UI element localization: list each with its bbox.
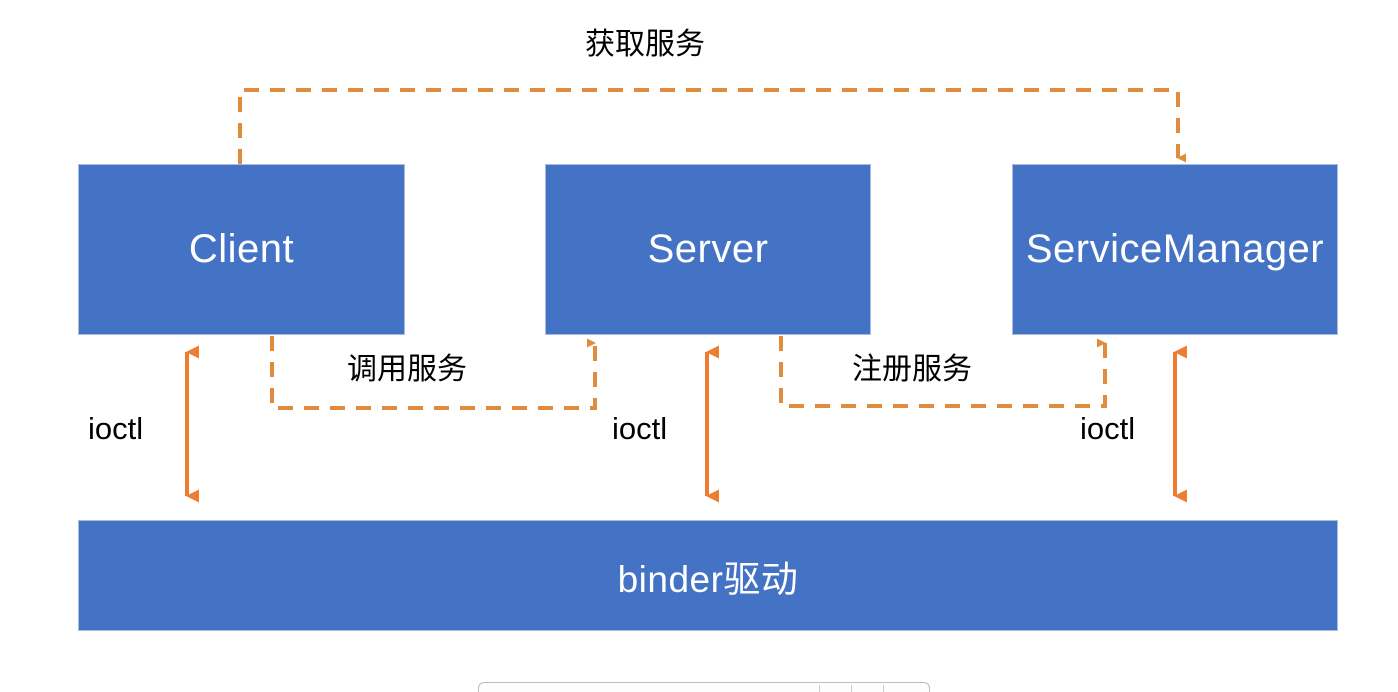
toolbar-divider xyxy=(883,685,884,692)
edge-label-call-service: 调用服务 xyxy=(347,353,467,386)
edge-label-register-service: 注册服务 xyxy=(852,353,972,386)
edge-label-ioctl-client: ioctl xyxy=(88,411,144,446)
toolbar-divider xyxy=(851,685,852,692)
node-binder-driver-label: binder驱动 xyxy=(617,558,799,600)
node-server-label: Server xyxy=(647,227,769,271)
node-server[interactable]: Server xyxy=(545,164,871,335)
edge-label-get-service: 获取服务 xyxy=(585,28,705,61)
toolbar-divider xyxy=(819,685,820,692)
bottom-toolbar-fragment[interactable] xyxy=(478,682,930,692)
edge-label-ioctl-server: ioctl xyxy=(612,411,668,446)
node-service-manager-label: ServiceManager xyxy=(1025,227,1325,271)
node-client[interactable]: Client xyxy=(78,164,405,335)
node-service-manager[interactable]: ServiceManager xyxy=(1012,164,1338,335)
node-binder-driver[interactable]: binder驱动 xyxy=(78,520,1338,631)
edge-label-ioctl-service-manager: ioctl xyxy=(1080,411,1136,446)
node-client-label: Client xyxy=(188,227,295,271)
edge-get-service xyxy=(238,88,1186,164)
